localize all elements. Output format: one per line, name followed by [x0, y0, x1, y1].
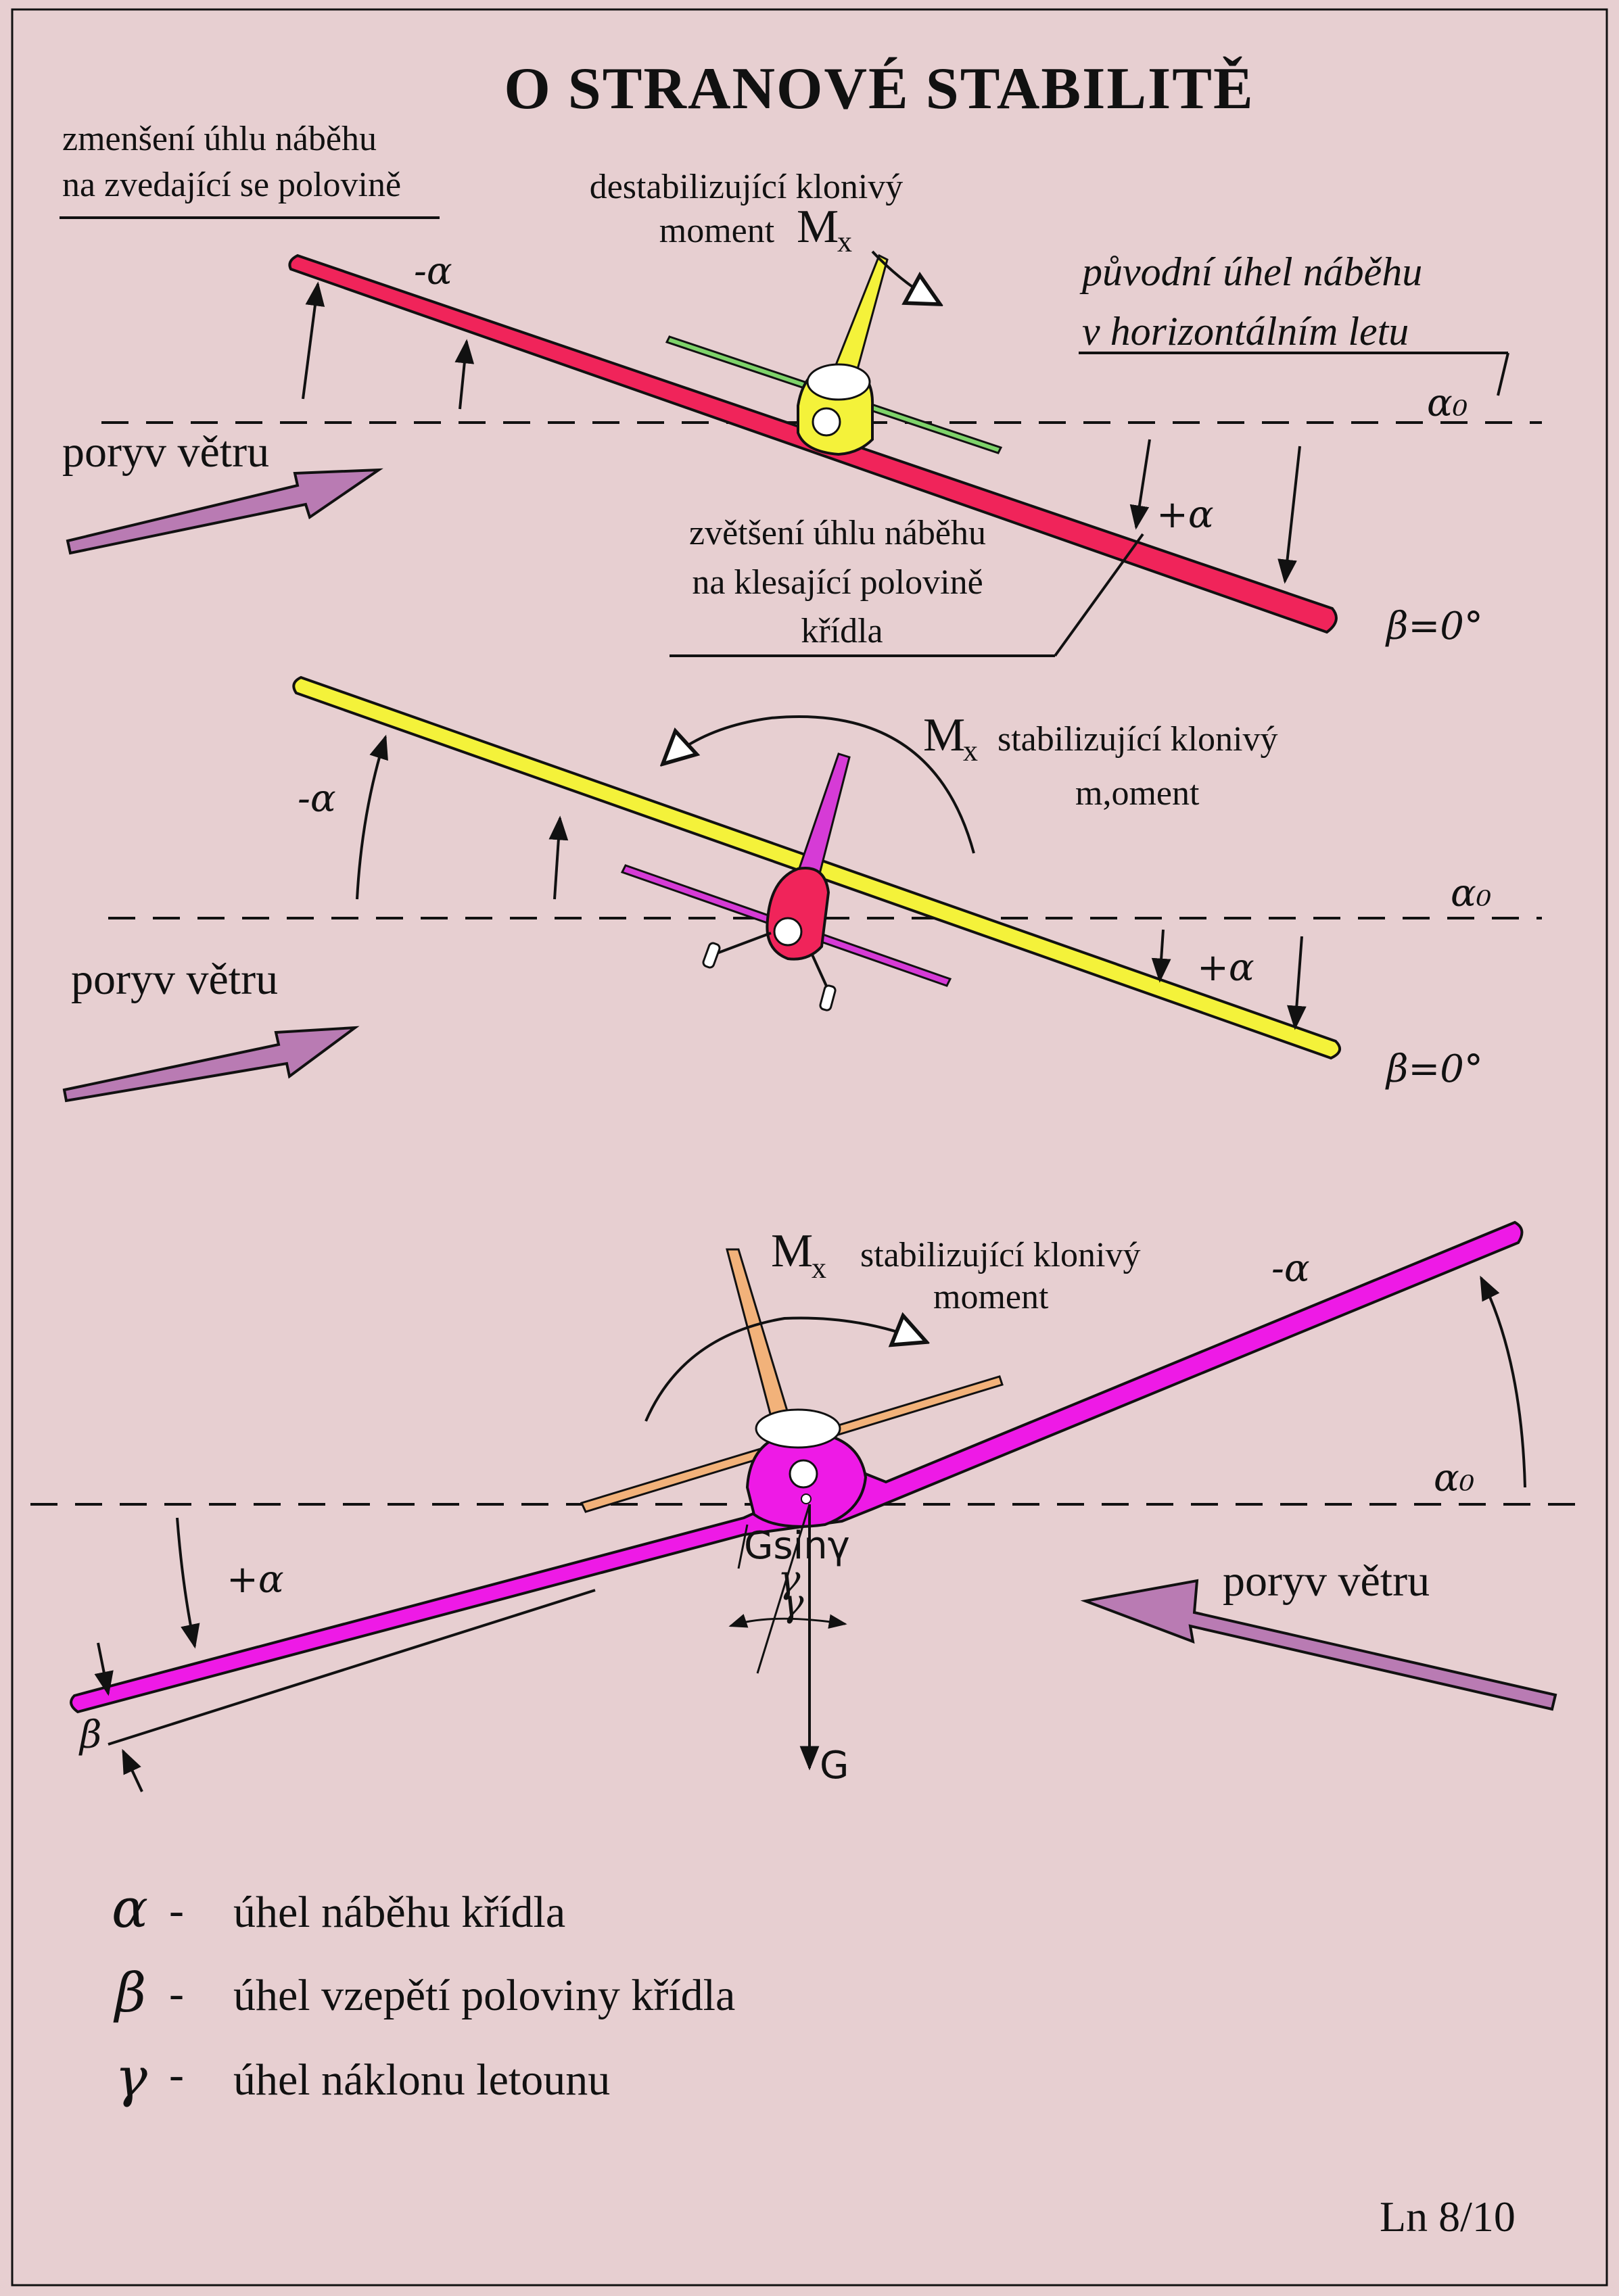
- upwash-arrow: [454, 339, 475, 410]
- wheel: [702, 942, 721, 969]
- canopy-1: [806, 363, 871, 401]
- gsin-leader: [737, 1524, 749, 1569]
- label-stab-moment-3: stabilizující klonivý moment: [860, 1236, 1150, 1316]
- gust-arrow-1: [66, 468, 383, 555]
- center-of-gravity: [801, 1493, 812, 1504]
- beta-label-2: β=0°: [1385, 1047, 1483, 1091]
- moment-symbol-3: M: [771, 1225, 813, 1277]
- gust-arrow-2: [62, 1026, 360, 1103]
- moment-subscript-2: x: [963, 734, 978, 767]
- panel-1: zmenšení úhlu náběhu na zvedající se pol…: [60, 120, 1542, 657]
- fin-purple: [797, 752, 851, 880]
- upwash-arrow: [302, 281, 325, 400]
- plus-alpha-label-2: +α: [1197, 946, 1254, 990]
- gust-label-3: poryv větru: [1223, 1556, 1430, 1606]
- upwash-arrow: [1480, 1275, 1526, 1488]
- label-original-aoa: původní úhel náběhu v horizontálním letu: [1079, 249, 1432, 354]
- gamma-label-small: γ: [778, 1558, 801, 1602]
- beta-label-1: β=0°: [1385, 604, 1483, 648]
- moment-subscript-1: x: [837, 225, 852, 258]
- label-destabilizing-moment: destabilizující klonivý moment: [590, 168, 912, 250]
- minus-alpha-label-2: -α: [298, 777, 336, 821]
- legend-gamma-symbol: γ: [115, 2046, 147, 2109]
- legend-beta-symbol: β: [113, 1961, 146, 2024]
- landing-gear: [810, 953, 830, 991]
- panel-3: α₀ M x stabilizující klonivý moment -α +…: [30, 1220, 1576, 1792]
- moment-arrow-stab-3: [644, 1318, 926, 1422]
- panel-2: α₀ M x stabilizující klonivý m,oment -α …: [62, 675, 1542, 1103]
- fuselage-2: [766, 867, 830, 961]
- moment-arrow-stab-2: [663, 715, 975, 854]
- gamma-label: γ: [781, 1581, 804, 1625]
- legend-dash: -: [169, 2050, 184, 2099]
- label-leader: [1497, 352, 1509, 396]
- downwash-arrow: [1287, 936, 1307, 1030]
- beta-label-3: β: [78, 1713, 101, 1757]
- legend-alpha-text: úhel náběhu křídla: [233, 1888, 565, 1937]
- gsin-label: Gsinγ: [744, 1524, 850, 1568]
- canopy-3: [755, 1408, 841, 1449]
- moment-arrow-destab: [871, 250, 940, 304]
- plus-alpha-label-1: +α: [1156, 493, 1214, 537]
- legend: α - úhel náběhu křídla β - úhel vzepětí …: [112, 1877, 735, 2109]
- nose-circle-3: [789, 1459, 818, 1489]
- label-increase-aoa: zvětšení úhlu náběhu na klesající polovi…: [689, 514, 995, 650]
- gamma-angle-arc: [728, 1614, 847, 1629]
- nose-circle-2: [773, 917, 803, 947]
- dihedral-reference-line: [108, 1589, 596, 1746]
- tilted-axis: [756, 1504, 811, 1674]
- legend-dash: -: [169, 1886, 184, 1935]
- moment-symbol-1: M: [797, 201, 839, 253]
- weight-label: G: [820, 1744, 849, 1788]
- legend-dash: -: [169, 1969, 184, 2018]
- upwash-arrow: [548, 815, 569, 900]
- label-stab-moment-2: stabilizující klonivý m,oment: [998, 720, 1287, 813]
- page-number: Ln 8/10: [1380, 2193, 1516, 2241]
- label-decrease-aoa: zmenšení úhlu náběhu na zvedající se pol…: [62, 120, 401, 204]
- wheel: [819, 984, 837, 1011]
- alpha0-label-3: α₀: [1434, 1456, 1474, 1500]
- moment-subscript-3: x: [812, 1251, 826, 1285]
- upwash-arrow: [356, 734, 388, 900]
- downwash-arrow: [176, 1517, 200, 1649]
- plus-alpha-label-3: +α: [227, 1558, 284, 1602]
- wing-magenta: [70, 1220, 1524, 1714]
- legend-alpha-symbol: α: [112, 1877, 148, 1940]
- page-border: [11, 8, 1608, 2287]
- gust-arrow-3: [1080, 1579, 1557, 1711]
- label-leader: [1054, 533, 1144, 657]
- moment-symbol-2: M: [923, 709, 965, 761]
- downwash-arrow: [1151, 929, 1171, 983]
- downwash-arrow: [1129, 439, 1151, 530]
- downwash-arrow: [1277, 446, 1301, 584]
- alpha0-label-2: α₀: [1451, 871, 1491, 915]
- beta-arrow: [94, 1642, 114, 1696]
- minus-alpha-label-1: -α: [414, 249, 452, 293]
- legend-gamma-text: úhel náklonu letounu: [233, 2055, 610, 2105]
- alpha0-label-1: α₀: [1427, 381, 1468, 425]
- page-title: O STRANOVÉ STABILITĚ: [504, 55, 1254, 122]
- legend-beta-text: úhel vzepětí poloviny křídla: [233, 1971, 735, 2020]
- landing-gear: [716, 932, 772, 955]
- beta-arrow: [122, 1748, 143, 1792]
- nose-circle-1: [812, 407, 841, 437]
- gust-label-1: poryv větru: [62, 427, 269, 477]
- gust-label-2: poryv větru: [71, 955, 278, 1004]
- minus-alpha-label-3: -α: [1271, 1247, 1310, 1291]
